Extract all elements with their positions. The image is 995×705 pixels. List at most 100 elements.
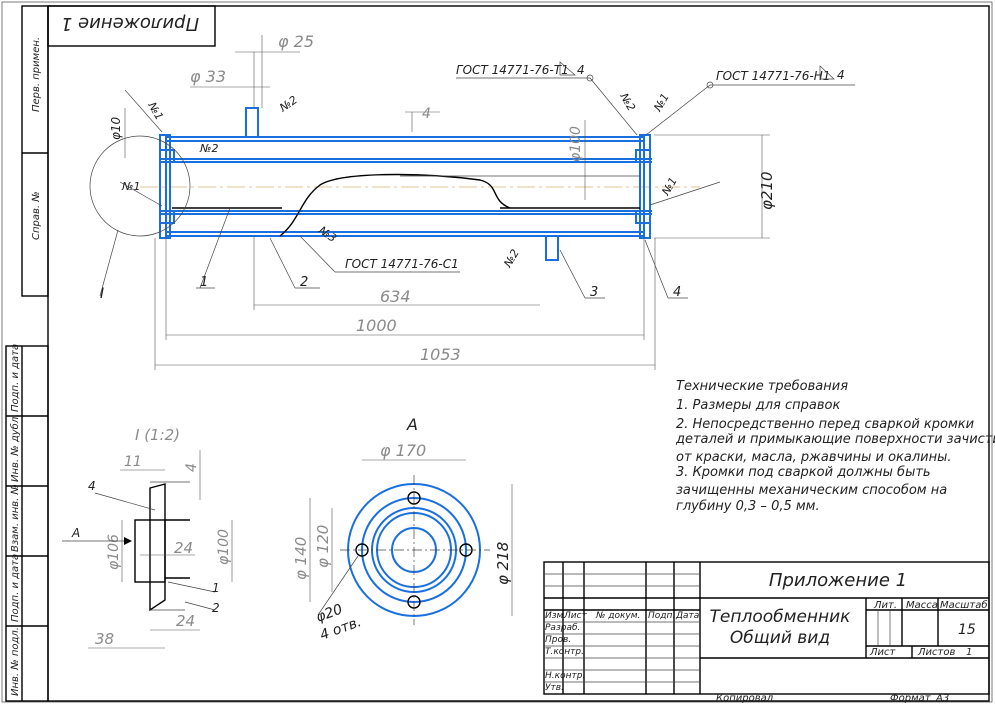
bottom-nozzle [545, 235, 559, 261]
tech-line-5: 3. Кромки под сваркой должны быть [676, 465, 931, 480]
detail-dim-100: φ100 [216, 529, 232, 565]
detail-callout-1: 1 [212, 581, 220, 595]
dim-d10: φ10 [109, 116, 123, 140]
detail-arrow-label: А [71, 526, 80, 540]
weld-mark-n1-d: №1 [659, 175, 680, 198]
tech-line-3: деталей и примыкающие поверхности зачист… [675, 432, 995, 447]
tb-copied: Копировал [716, 693, 774, 704]
gost-t1-leg: 4 [577, 63, 585, 77]
tb-row-razrab: Разраб. [545, 623, 580, 633]
section-break-line [279, 173, 511, 237]
detail-callout-2: 2 [212, 601, 220, 615]
tb-name-line1: Теплообменник [710, 607, 852, 627]
stamp-podp-data-2: Подп. и дата [10, 554, 21, 622]
gost-c1-label: ГОСТ 14771-76-С1 [345, 257, 459, 271]
tech-line-1: 1. Размеры для справок [676, 398, 840, 413]
detail-dim-38: 38 [95, 630, 114, 648]
top-nozzle [245, 107, 259, 138]
weld-mark-n3: №3 [315, 223, 338, 245]
weld-mark-n2-b: №2 [199, 142, 218, 155]
gost-t1-label: ГОСТ 14771-76-Т1 [456, 63, 569, 77]
tech-line-6: зачищенны механическим способом на [676, 483, 947, 498]
weld-mark-n1-c: №1 [651, 91, 672, 114]
flange-dim-120: φ 120 [314, 525, 332, 568]
stamp-podp-data-1: Подп. и дата [10, 344, 21, 412]
title-block: Изм. Лист № докум. Подп. Дата Разраб. Пр… [543, 561, 990, 704]
tb-name-line2: Общий вид [730, 628, 830, 648]
tb-sheet: Лист [869, 647, 897, 658]
dim-l1053: 1053 [420, 345, 461, 364]
right-flange [639, 134, 651, 239]
tb-row-nkontr: Н.контр. [545, 671, 585, 681]
detail-dim-24b: 24 [176, 612, 195, 630]
callout-1: 1 [200, 275, 208, 290]
tb-header-data: Дата [675, 611, 699, 621]
tech-title: Технические требования [676, 379, 848, 394]
dim-d25: φ 25 [278, 32, 314, 51]
weld-mark-n1-b: №1 [121, 180, 140, 193]
callout-3: 3 [590, 285, 598, 300]
dim-l1000: 1000 [356, 316, 397, 335]
callout-2: 2 [300, 275, 308, 290]
stamp-inv-dubl: Инв. № дубл. [9, 414, 21, 482]
tb-format-value: А3 [935, 693, 949, 704]
stamp-inv-podl: Инв. № подл. [10, 627, 21, 696]
tb-header-ndoc: № докум. [595, 611, 640, 621]
tb-doc-code: Приложение 1 [769, 570, 907, 591]
tb-format: Формат [890, 693, 932, 704]
stamp-vzam-inv: Взам. инв. № [10, 484, 21, 552]
flange-dim-218: φ 218 [494, 542, 512, 585]
appendix-box-label: Приложение 1 [61, 13, 199, 34]
tech-line-2: 2. Непосредственно перед сваркой кромки [676, 417, 974, 432]
detail-ref-label: I [100, 286, 104, 302]
tech-requirements: Технические требования 1. Размеры для сп… [675, 379, 995, 514]
weld-mark-n2-c: №2 [501, 247, 522, 270]
dim-l634: 634 [380, 287, 411, 306]
tech-line-7: глубину 0,3 – 0,5 мм. [676, 499, 820, 514]
weld-mark-n2-d: №2 [617, 90, 638, 113]
tb-massa: Масса [906, 600, 938, 611]
tb-row-tkontr: Т.контр. [545, 647, 584, 657]
detail-callout-4: 4 [88, 479, 96, 493]
flange-dim-140: φ 140 [292, 537, 310, 580]
tb-masshtab: Масштаб [940, 599, 988, 611]
dim-d100: φ100 [568, 126, 584, 162]
drawing-frame [47, 5, 990, 702]
flange-dim-170: φ 170 [380, 441, 426, 460]
left-flange [159, 134, 171, 239]
tb-row-prov: Пров. [545, 635, 571, 645]
callout-4: 4 [673, 285, 681, 300]
detail-circle [89, 135, 191, 237]
tech-line-4: от краски, масла, ржавчины и окалины. [676, 450, 952, 465]
detail-dim-11: 11 [124, 454, 142, 470]
gost-h1-leg: 4 [837, 68, 845, 82]
tb-sheets: Листов [917, 647, 955, 658]
weld-mark-n2-a: №2 [276, 93, 299, 115]
dim-thk4: 4 [422, 106, 431, 122]
shell-outer [165, 136, 645, 237]
tb-header-izm: Изм. [545, 611, 566, 621]
left-stamp-columns: Перв. примен. Справ. № Подп. и дата Инв.… [5, 5, 49, 702]
gost-h1-label: ГОСТ 14771-76-Н1 [716, 69, 830, 83]
tb-row-utv: Утв. [545, 683, 564, 693]
flange-view: А φ 170 φ 140 φ 120 φ 218 φ20 4 отв. [292, 415, 513, 644]
stamp-sprav-no: Справ. № [31, 191, 42, 240]
detail-flange [149, 483, 166, 612]
detail-dim-24a: 24 [174, 539, 193, 557]
dim-d33: φ 33 [190, 67, 226, 86]
flange-view-title: А [406, 415, 418, 434]
detail-view: I (1:2) 11 4 φ106 24 φ100 24 38 А 4 1 2 [62, 426, 233, 649]
dim-d210: φ210 [758, 171, 776, 210]
tb-header-list: Лист [563, 611, 588, 621]
main-view: I φ 25 φ 33 φ10 φ100 4 φ210 634 1000 105… [89, 32, 855, 370]
tb-header-podp: Подп. [648, 611, 675, 621]
detail-title: I (1:2) [135, 426, 180, 444]
tb-lit: Лит. [873, 600, 897, 611]
stamp-perv-primen: Перв. примен. [31, 37, 42, 112]
detail-dim-4: 4 [184, 463, 200, 472]
detail-dim-106: φ106 [106, 534, 122, 570]
tb-sheets-value: 1 [966, 647, 972, 658]
weld-mark-n1-a: №1 [145, 99, 166, 122]
